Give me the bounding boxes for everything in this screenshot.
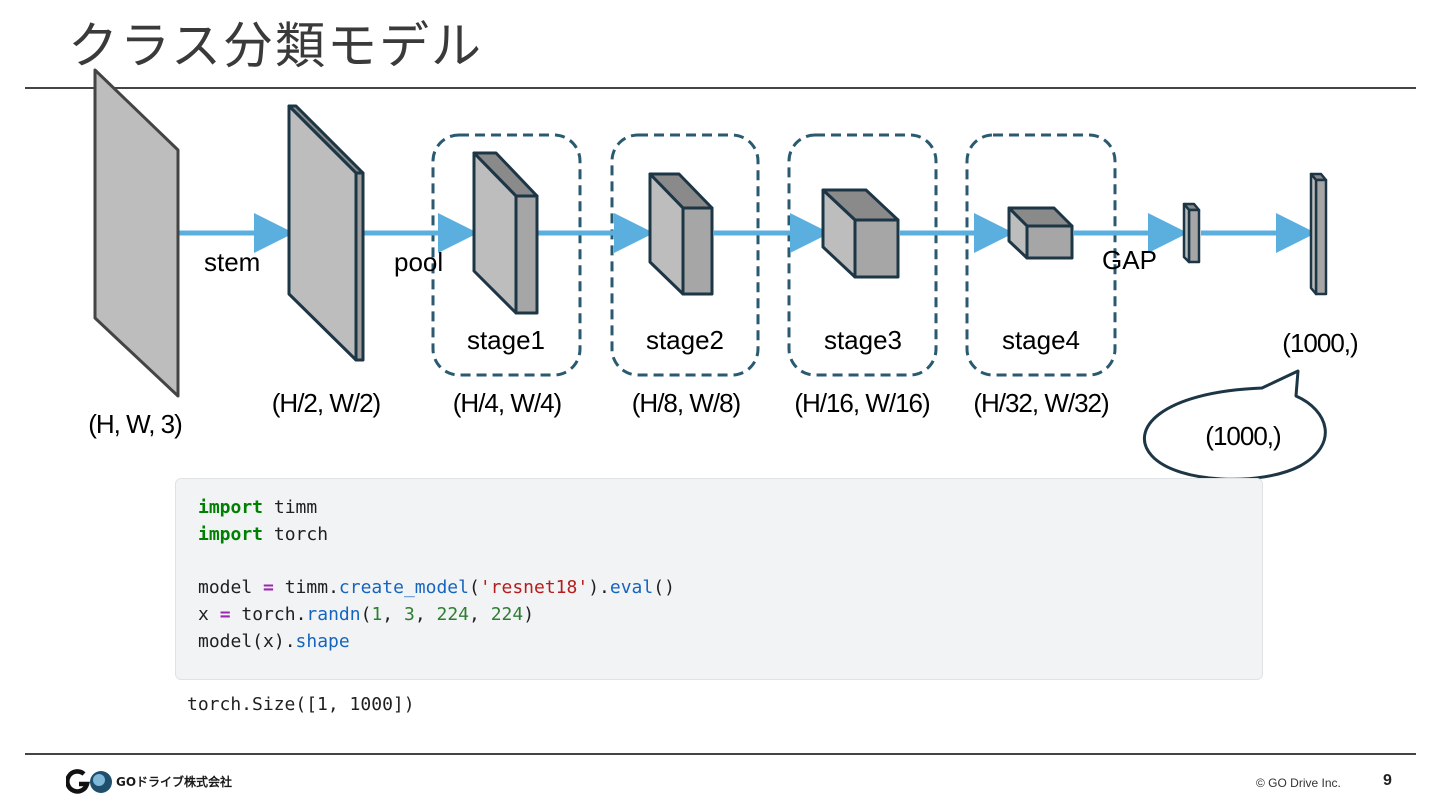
code-output: torch.Size([1, 1000]) (187, 694, 415, 715)
stage4-shape-label: (H/32, W/32) (973, 388, 1109, 418)
pool-label: pool (394, 247, 443, 277)
output-shape-label: (1000,) (1282, 328, 1358, 358)
stage2-shape-label: (H/8, W/8) (632, 388, 741, 418)
fc-output-block (1309, 172, 1328, 296)
architecture-diagram: stem pool GAP stage1 stage2 stage3 stage… (88, 68, 1359, 481)
header-divider (25, 87, 1416, 89)
stage2-box (610, 133, 760, 377)
footer-divider (25, 753, 1416, 755)
slide-title: クラス分類モデル (68, 17, 483, 75)
page-number: 9 (1383, 772, 1392, 789)
stage4-label: stage4 (1002, 325, 1080, 355)
stage1-box (431, 133, 582, 377)
stem-shape-label: (H/2, W/2) (272, 388, 381, 418)
code-line-2: import torch (198, 524, 329, 545)
stage3-box (787, 133, 938, 377)
stage1-block (472, 151, 539, 315)
stem-label: stem (204, 247, 260, 277)
code-line-1: import timm (198, 497, 318, 518)
stage4-box (965, 133, 1117, 377)
callout-text: (1000,) (1205, 421, 1281, 451)
stage2-label: stage2 (646, 325, 724, 355)
code-line-6: model(x).shape (198, 631, 350, 652)
stage1-label: stage1 (467, 325, 545, 355)
stage3-shape-label: (H/16, W/16) (794, 388, 930, 418)
input-tensor-block (93, 68, 180, 398)
gap-label: GAP (1102, 245, 1157, 275)
company-name: GOドライブ株式会社 (116, 775, 233, 789)
stage1-shape-label: (H/4, W/4) (453, 388, 562, 418)
code-cell[interactable]: import timm import torch model = timm.cr… (175, 478, 1263, 680)
stage2-block (648, 172, 714, 296)
code-line-4: model = timm.create_model('resnet18').ev… (198, 577, 675, 598)
stage3-block (821, 188, 900, 279)
go-logo (66, 769, 112, 794)
code-line-5: x = torch.randn(1, 3, 224, 224) (198, 604, 535, 625)
stage3-label: stage3 (824, 325, 902, 355)
stem-output-block (287, 104, 365, 362)
gap-output-block (1182, 202, 1201, 264)
input-shape-label: (H, W, 3) (88, 409, 182, 439)
stage4-block (1007, 206, 1074, 260)
copyright: © GO Drive Inc. (1256, 776, 1341, 790)
